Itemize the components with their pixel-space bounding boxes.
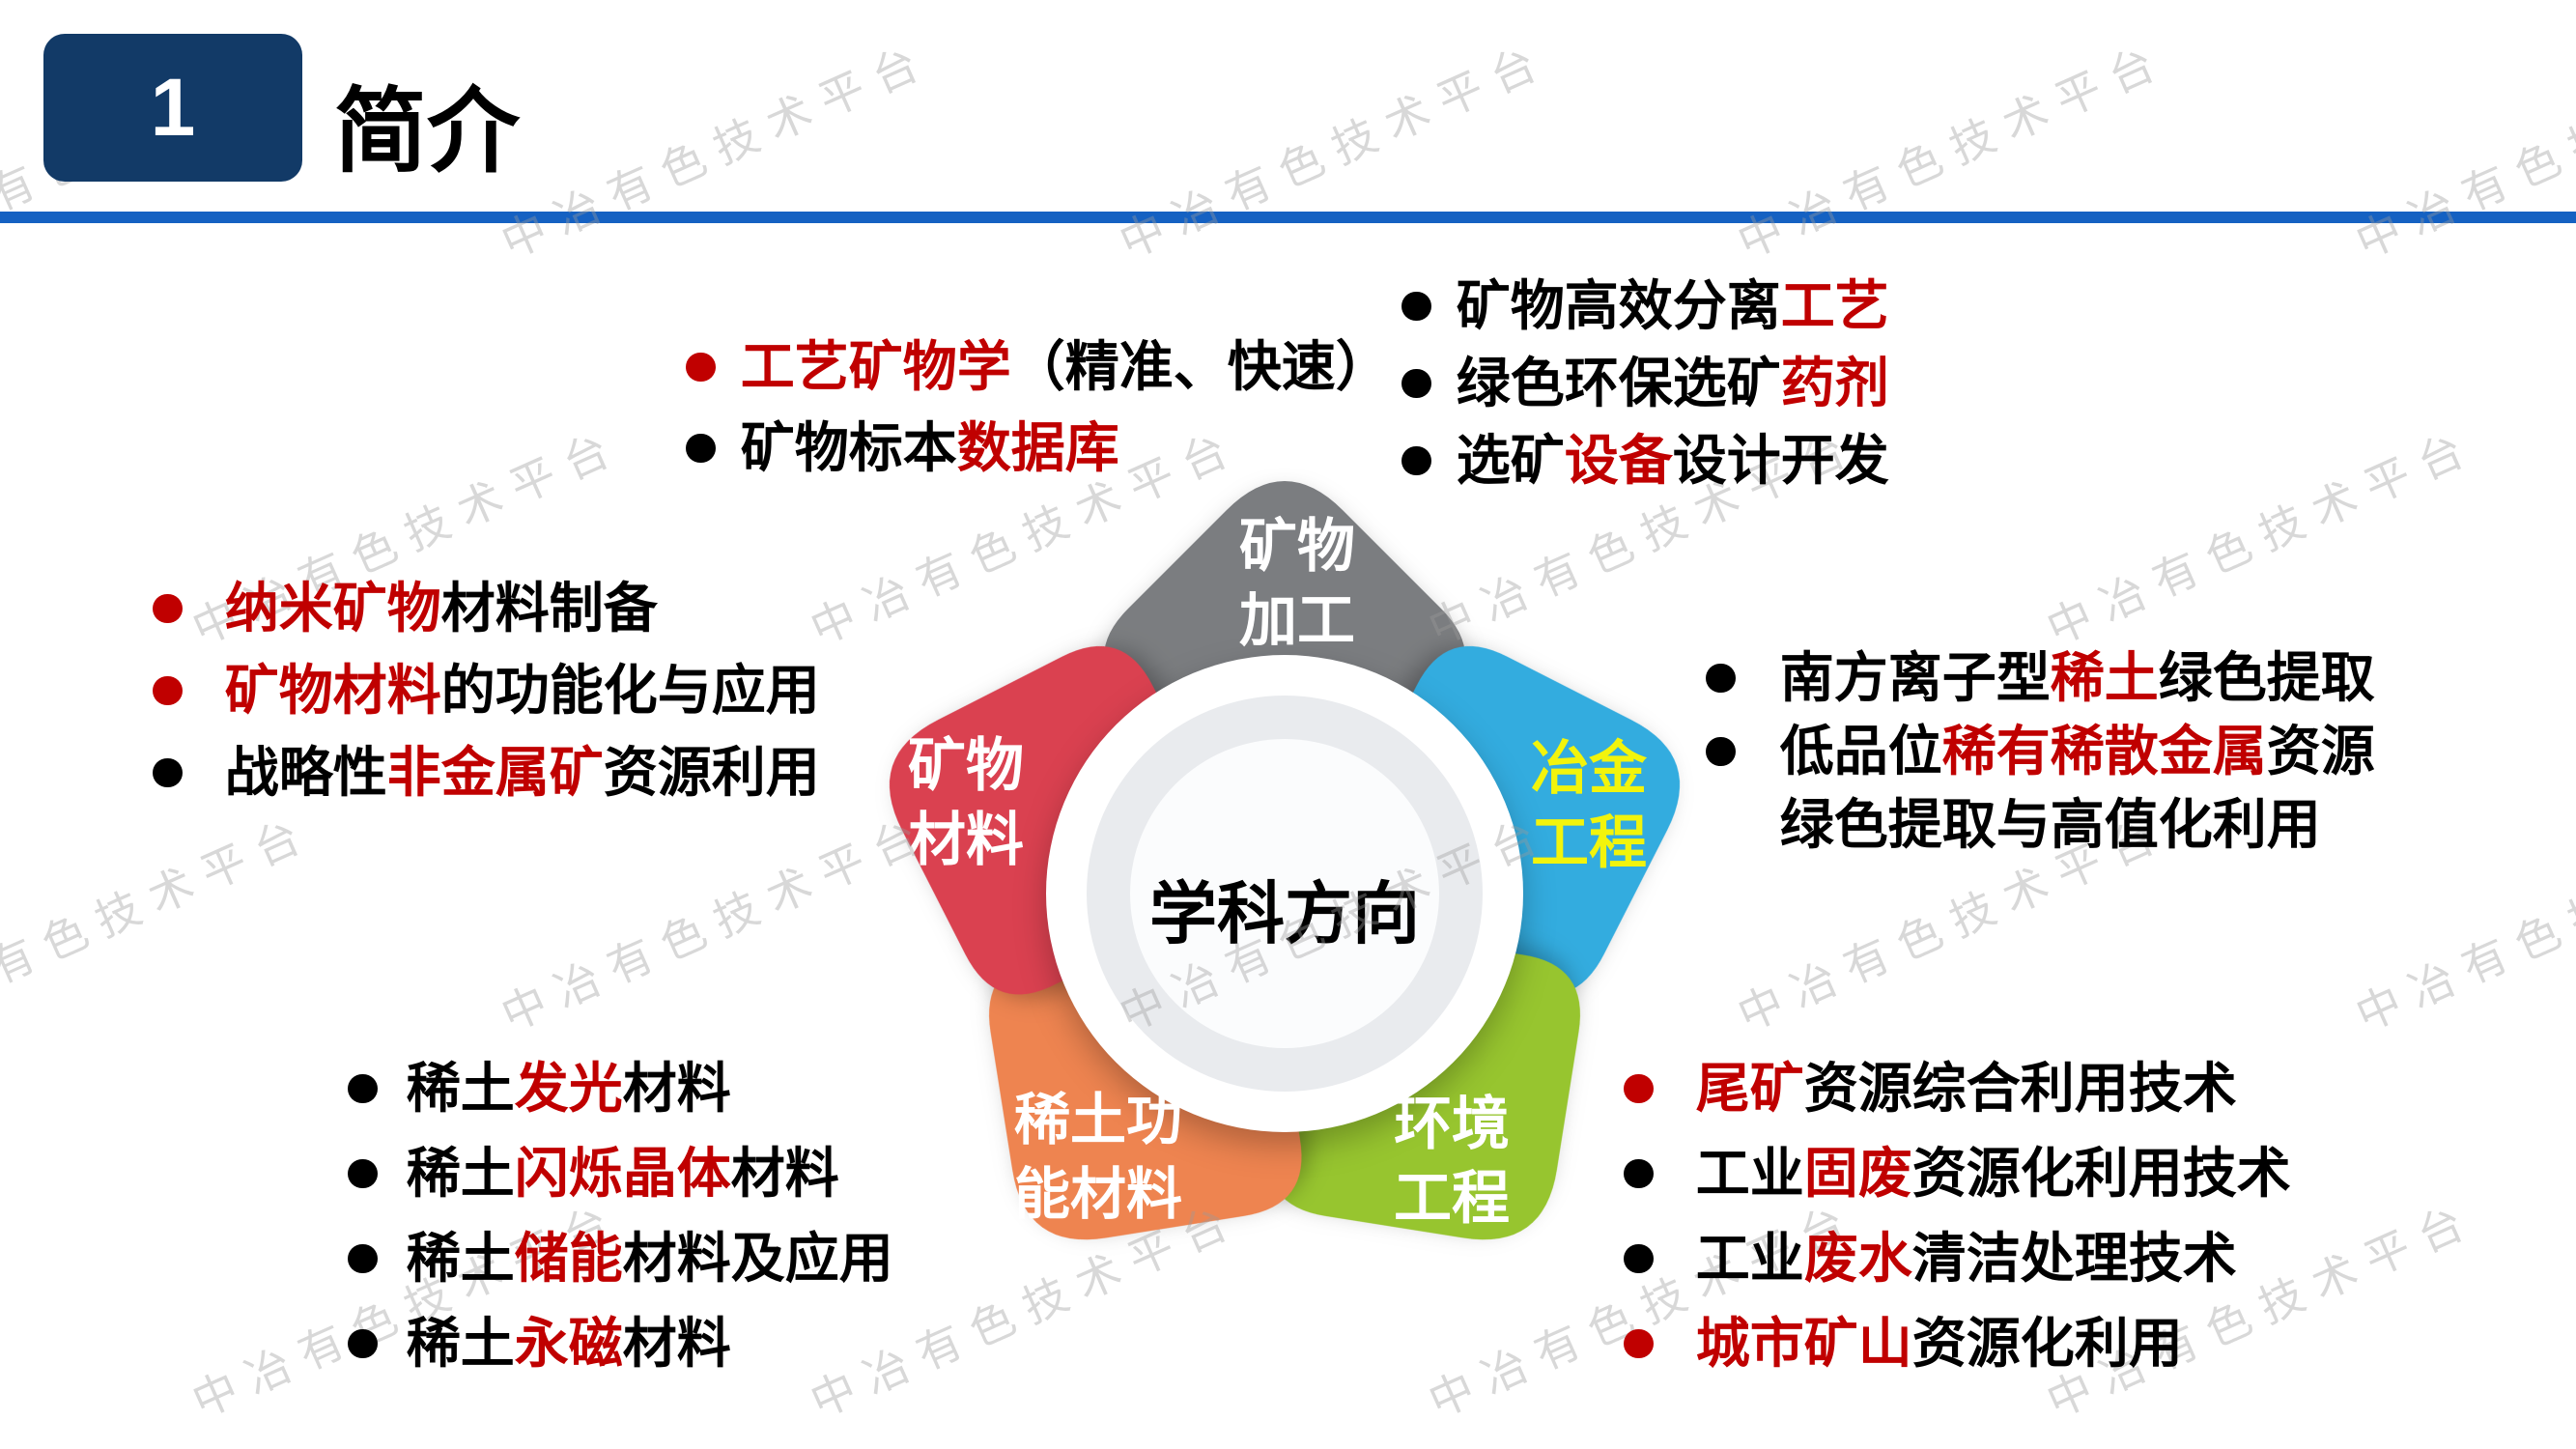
diagram-center-inner	[1130, 739, 1439, 1048]
petal-label: 材料	[908, 808, 1024, 872]
bullet-icon	[1401, 368, 1431, 399]
bullet-icon	[1706, 736, 1736, 767]
bullet-icon	[1706, 663, 1736, 694]
list-item-text: 选矿设备设计开发	[1456, 430, 1889, 491]
section-number-badge: 1	[43, 34, 302, 182]
list-item: 绿色提取与高值化利用	[1706, 798, 2375, 852]
list-item-text: 工艺矿物学（精准、快速）	[740, 336, 1390, 397]
section-number: 1	[150, 62, 196, 153]
petal-label: 稀土功	[1014, 1089, 1182, 1151]
list-mineral-processing-right: 矿物高效分离工艺绿色环保选矿药剂选矿设备设计开发	[1401, 279, 1889, 488]
bullet-icon	[1401, 445, 1431, 476]
list-item-text: 纳米矿物材料制备	[224, 578, 658, 639]
list-item: 战略性非金属矿资源利用	[153, 746, 820, 800]
bullet-icon	[1624, 1073, 1654, 1104]
list-item: 矿物高效分离工艺	[1401, 279, 1889, 333]
bullet-icon	[686, 352, 716, 383]
watermark-text: 中冶有色技术平台	[1730, 33, 2175, 269]
bullet-icon	[348, 1158, 378, 1189]
list-item: 南方离子型稀土绿色提取	[1706, 651, 2375, 705]
diagram-center-label: 学科方向	[1149, 876, 1420, 952]
list-item-text: 矿物标本数据库	[740, 417, 1119, 478]
list-item-text: 绿色环保选矿药剂	[1456, 353, 1889, 413]
list-item-text: 稀土储能材料及应用	[406, 1228, 893, 1289]
bullet-icon	[1624, 1328, 1654, 1359]
list-item: 工艺矿物学（精准、快速）	[686, 340, 1390, 394]
watermark-text: 中冶有色技术平台	[0, 806, 321, 1041]
list-item-text: 矿物高效分离工艺	[1456, 275, 1889, 336]
header-divider-line	[0, 212, 2576, 223]
list-item-text: 工业固废资源化利用技术	[1695, 1143, 2291, 1204]
list-item: 稀土发光材料	[348, 1062, 893, 1116]
watermark-text: 中冶有色技术平台	[1112, 33, 1557, 269]
petal-label: 矿物	[908, 733, 1024, 798]
bullet-icon	[348, 1328, 378, 1359]
bullet-icon	[1624, 1158, 1654, 1189]
bullet-icon	[153, 757, 183, 788]
list-rare-earth: 稀土发光材料稀土闪烁晶体材料稀土储能材料及应用稀土永磁材料	[348, 1062, 893, 1371]
list-environment: 尾矿资源综合利用技术工业固废资源化利用技术工业废水清洁处理技术城市矿山资源化利用	[1624, 1062, 2291, 1371]
watermark-text: 中冶有色技术平台	[2039, 419, 2484, 655]
list-item-text: 工业废水清洁处理技术	[1695, 1228, 2237, 1289]
petal-label: 环境	[1394, 1092, 1510, 1156]
list-item: 选矿设备设计开发	[1401, 434, 1889, 488]
bullet-icon	[348, 1243, 378, 1274]
petal-label: 能材料	[1014, 1163, 1182, 1226]
petal-label: 加工	[1239, 588, 1355, 653]
list-item: 绿色环保选矿药剂	[1401, 356, 1889, 411]
bullet-icon	[1624, 1243, 1654, 1274]
watermark-text: 中冶有色技术平台	[494, 33, 939, 269]
list-item: 纳米矿物材料制备	[153, 582, 820, 636]
list-item: 矿物标本数据库	[686, 421, 1390, 475]
list-item: 稀土储能材料及应用	[348, 1232, 893, 1286]
bullet-icon	[348, 1073, 378, 1104]
list-item: 尾矿资源综合利用技术	[1624, 1062, 2291, 1116]
list-item-text: 南方离子型稀土绿色提取	[1779, 647, 2375, 708]
list-item-text: 战略性非金属矿资源利用	[224, 742, 820, 803]
petal-label: 冶金	[1531, 736, 1648, 801]
watermark-text: 中冶有色技术平台	[2348, 806, 2576, 1041]
list-mineral-materials: 纳米矿物材料制备矿物材料的功能化与应用战略性非金属矿资源利用	[153, 582, 820, 800]
watermark-text: 中冶有色技术平台	[2348, 33, 2576, 269]
list-item: 稀土永磁材料	[348, 1317, 893, 1371]
list-item-text: 低品位稀有稀散金属资源	[1779, 721, 2375, 781]
list-item-text: 尾矿资源综合利用技术	[1695, 1058, 2237, 1119]
bullet-icon	[686, 433, 716, 464]
list-item: 工业废水清洁处理技术	[1624, 1232, 2291, 1286]
page-title: 简介	[334, 80, 520, 184]
list-item-text: 稀土发光材料	[406, 1058, 731, 1119]
petal-label: 工程	[1394, 1166, 1510, 1231]
list-metallurgy: 南方离子型稀土绿色提取低品位稀有稀散金属资源绿色提取与高值化利用	[1706, 651, 2375, 852]
list-item-text: 稀土闪烁晶体材料	[406, 1143, 839, 1204]
list-item: 低品位稀有稀散金属资源	[1706, 724, 2375, 779]
petal-label: 矿物	[1239, 514, 1355, 579]
list-item-text: 绿色提取与高值化利用	[1779, 794, 2321, 855]
list-item: 城市矿山资源化利用	[1624, 1317, 2291, 1371]
list-item-text: 稀土永磁材料	[406, 1313, 731, 1374]
list-item-text: 矿物材料的功能化与应用	[224, 660, 820, 721]
list-item: 稀土闪烁晶体材料	[348, 1147, 893, 1201]
list-item: 工业固废资源化利用技术	[1624, 1147, 2291, 1201]
list-mineral-processing-left: 工艺矿物学（精准、快速） 矿物标本数据库	[686, 340, 1390, 475]
bullet-icon	[153, 675, 183, 706]
list-item: 矿物材料的功能化与应用	[153, 664, 820, 718]
petal-label: 工程	[1531, 810, 1647, 875]
discipline-pentagon-diagram: 矿物 加工 冶金 工程 环境 工程 稀土功 能材料 矿物 材料 学科方向	[889, 481, 1681, 1240]
bullet-icon	[1401, 291, 1431, 322]
bullet-icon	[153, 593, 183, 624]
list-item-text: 城市矿山资源化利用	[1695, 1313, 2183, 1374]
